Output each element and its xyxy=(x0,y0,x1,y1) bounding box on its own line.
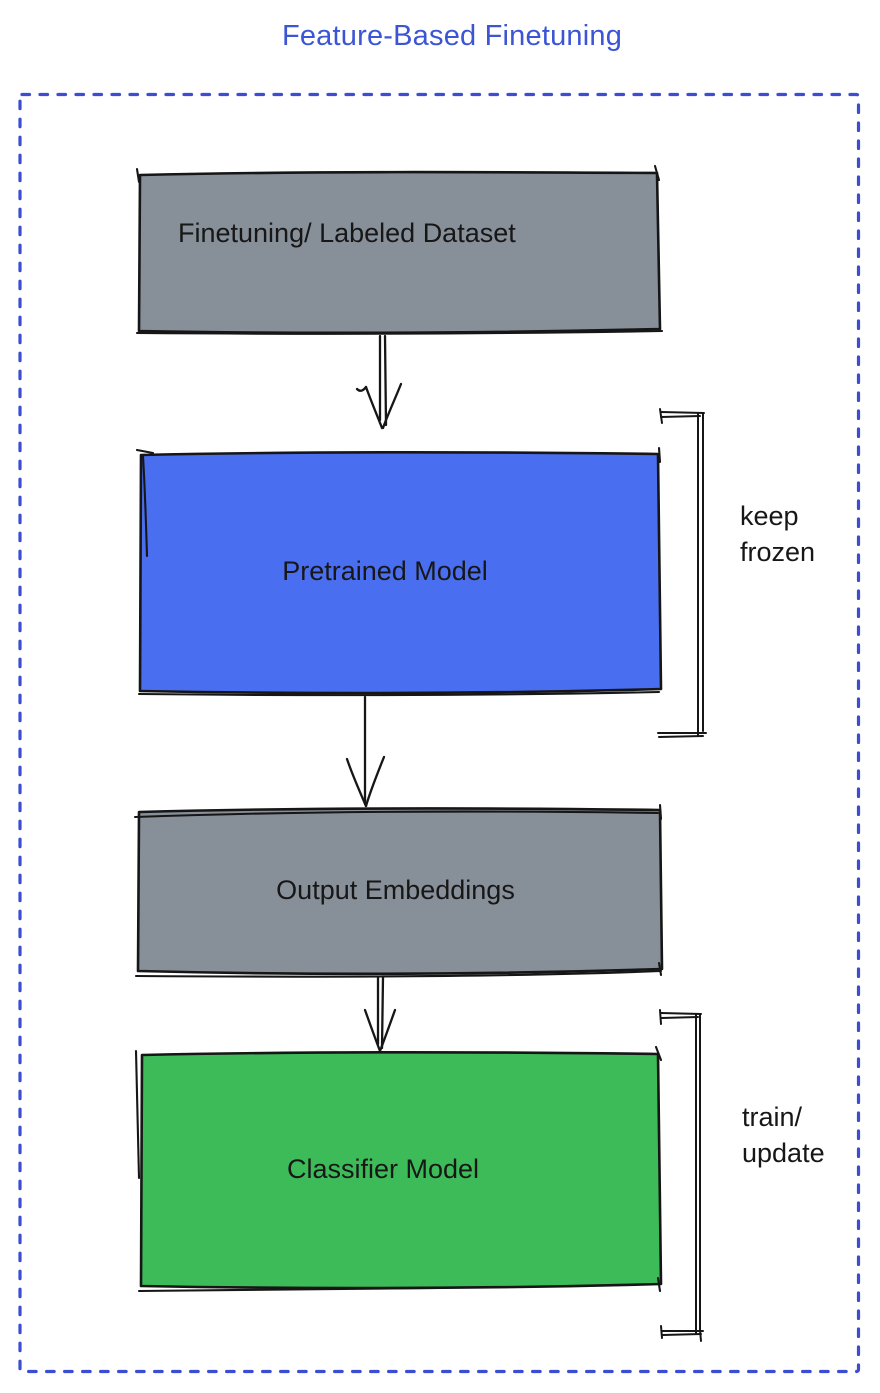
dataset-node-shape xyxy=(135,164,664,335)
arrow-dataset-to-pretrained xyxy=(355,334,403,430)
page-title: Feature-Based Finetuning xyxy=(281,20,623,52)
embeddings-node-label: Output Embeddings xyxy=(276,874,515,905)
dataset-node-label: Finetuning/ Labeled Dataset xyxy=(178,218,516,248)
dashed-boundary xyxy=(18,92,861,1374)
pretrained-node-shape xyxy=(135,446,663,697)
keep-frozen-label: keep frozen xyxy=(740,501,816,567)
classifier-node-shape xyxy=(134,1045,663,1293)
embeddings-node-shape xyxy=(133,803,664,978)
bracket-train-update xyxy=(659,1009,704,1342)
train-update-label: train/ update xyxy=(742,1102,825,1168)
arrow-pretrained-to-embeddings xyxy=(345,695,386,808)
classifier-node-label: Classifier Model xyxy=(286,1153,480,1184)
pretrained-node-label: Pretrained Model xyxy=(282,556,488,586)
arrow-embeddings-to-classifier xyxy=(363,975,397,1053)
bracket-keep-frozen xyxy=(657,408,707,738)
